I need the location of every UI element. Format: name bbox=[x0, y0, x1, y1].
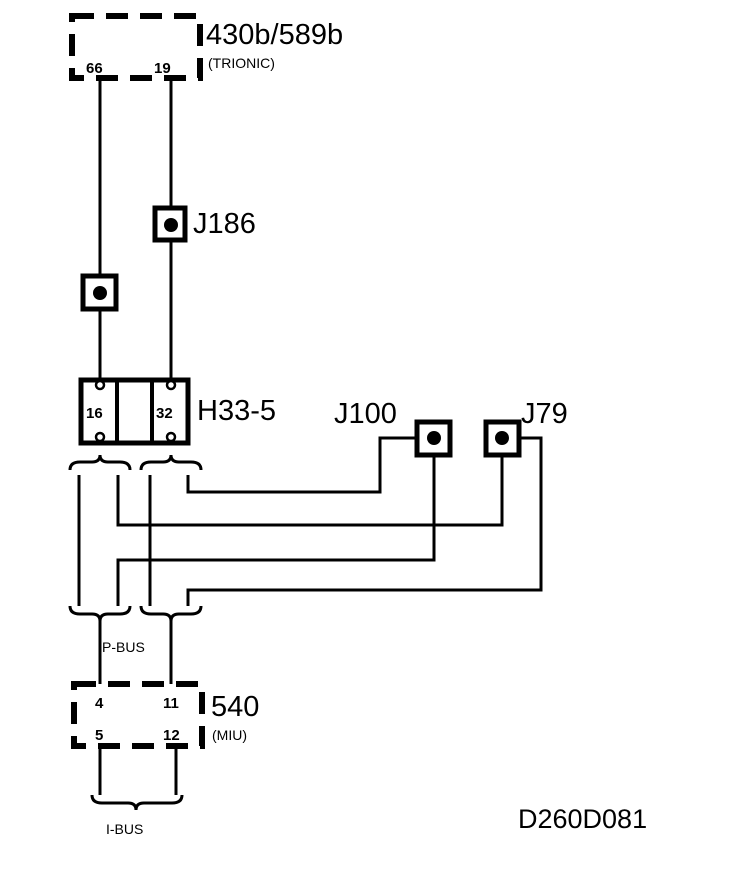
wire-cross-left bbox=[116, 475, 152, 606]
twist-brace-upper-left bbox=[68, 454, 132, 471]
miu-pin-5: 5 bbox=[95, 727, 103, 744]
splice-j100: J100 bbox=[334, 398, 453, 458]
connector-pin-32: 32 bbox=[156, 405, 173, 422]
ibus-label: I-BUS bbox=[106, 821, 143, 837]
miu-pin-4: 4 bbox=[95, 695, 104, 712]
pbus-label: P-BUS bbox=[102, 639, 145, 655]
trionic-pin-19: 19 bbox=[154, 60, 171, 77]
splice-j186-label: J186 bbox=[193, 208, 256, 240]
connector-pin bbox=[165, 379, 177, 391]
twist-brace-lower-right bbox=[139, 605, 203, 622]
trionic-ecu: 430b/589b (TRIONIC) 66 19 bbox=[69, 13, 343, 81]
wire-to-j100 bbox=[186, 436, 418, 494]
splice-dot bbox=[495, 431, 509, 445]
figure-code: D260D081 bbox=[518, 804, 647, 834]
splice-j186: J186 bbox=[152, 205, 256, 243]
connector-h33-5: 16 32 H33-5 bbox=[78, 377, 276, 446]
connector-pin-16: 16 bbox=[86, 405, 103, 422]
wire-j79-down bbox=[186, 436, 543, 606]
miu-module: 540 (MIU) 4 11 5 12 bbox=[71, 681, 259, 749]
miu-pin-11: 11 bbox=[163, 695, 179, 712]
splice-j100-label: J100 bbox=[334, 398, 397, 430]
trionic-sublabel: (TRIONIC) bbox=[208, 55, 275, 71]
miu-label: 540 bbox=[211, 691, 259, 723]
connector-h33-label: H33-5 bbox=[197, 395, 276, 427]
connector-pin bbox=[94, 431, 106, 443]
twist-brace-ibus bbox=[90, 794, 184, 811]
connector-pin bbox=[165, 431, 177, 443]
splice-dot bbox=[164, 218, 178, 232]
miu-box-outline bbox=[71, 681, 205, 749]
splice-unlabeled bbox=[80, 273, 119, 312]
splice-dot bbox=[93, 286, 107, 300]
twist-brace-upper-right bbox=[139, 454, 203, 471]
splice-j79-label: J79 bbox=[521, 398, 568, 430]
trionic-pin-66: 66 bbox=[86, 60, 103, 77]
wire-to-j79 bbox=[116, 447, 504, 527]
trionic-box-outline bbox=[69, 13, 203, 81]
splice-dot bbox=[427, 431, 441, 445]
miu-pin-12: 12 bbox=[163, 727, 180, 744]
miu-sublabel: (MIU) bbox=[212, 727, 247, 743]
splice-j79: J79 bbox=[483, 398, 568, 458]
trionic-label: 430b/589b bbox=[206, 19, 343, 51]
connector-pin bbox=[94, 379, 106, 391]
wire-j100-down bbox=[148, 450, 436, 606]
twist-brace-lower-left bbox=[68, 605, 132, 622]
